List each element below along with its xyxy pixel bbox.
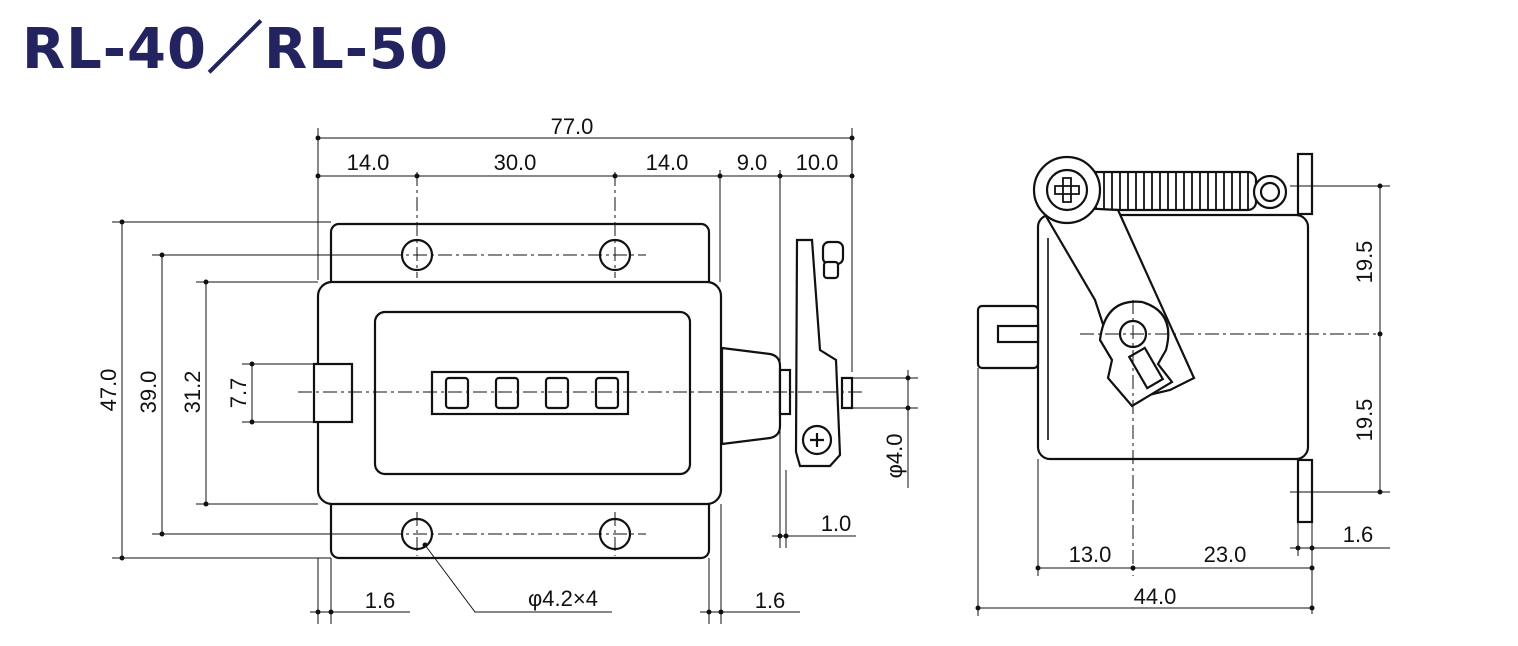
dim-overall-depth: 44.0	[1134, 584, 1177, 609]
dim-hole-pitch: 30.0	[494, 150, 537, 175]
dim-plate-thickness-left: 1.6	[365, 588, 396, 613]
counter-digit: 0	[457, 401, 458, 403]
drive-lever	[794, 238, 842, 468]
counter-digit: 0	[507, 401, 508, 403]
dim-hole-right-offset: 14.0	[646, 150, 689, 175]
dim-plate-thickness: 1.6	[1343, 522, 1374, 547]
tension-spring	[1086, 170, 1258, 212]
shaft-neck	[720, 346, 782, 446]
counter-digit: 0	[607, 401, 608, 403]
lever-knob	[821, 240, 845, 266]
spring-eye-inner	[1259, 181, 1281, 203]
digit-box	[544, 376, 570, 410]
dim-lever-width: 10.0	[796, 150, 839, 175]
screw-cross-icon	[1054, 177, 1080, 203]
front-view: 0 0 0 0	[112, 128, 918, 624]
dim-pivot-offset: 13.0	[1069, 542, 1112, 567]
page-title: RL-40／RL-50	[22, 17, 449, 82]
dim-height-overall: 47.0	[96, 369, 121, 412]
spring-coils	[1095, 172, 1249, 210]
dim-plate-thickness-right: 1.6	[755, 588, 786, 613]
dim-lever-gap: 1.0	[821, 511, 852, 536]
digit-box	[594, 376, 620, 410]
dim-hole-callout: φ4.2×4	[528, 586, 598, 611]
reset-button	[312, 362, 354, 424]
pivot-pin	[1127, 346, 1165, 390]
front-view-dimensions: 77.0 14.0 30.0 14.0 9.0 10.0 47.0 39.0 3…	[96, 114, 907, 613]
dim-button-height: 7.7	[226, 378, 251, 409]
screw-slot-icon	[810, 433, 824, 447]
digit-box	[494, 376, 520, 410]
side-view	[975, 152, 1390, 616]
dim-overall-width: 77.0	[551, 114, 594, 139]
side-plate-bottom	[1296, 458, 1314, 524]
dim-pivot-to-plate: 23.0	[1204, 542, 1247, 567]
digit-box	[444, 376, 470, 410]
dim-lower-offset: 19.5	[1352, 399, 1377, 442]
dim-neck-width: 9.0	[737, 150, 768, 175]
lever-spring	[822, 260, 840, 280]
side-reset-slot	[996, 324, 1040, 344]
dim-hole-vertical-pitch: 39.0	[136, 371, 161, 414]
dim-upper-offset: 19.5	[1352, 241, 1377, 284]
side-plate-top	[1296, 152, 1314, 216]
dim-body-height: 31.2	[180, 371, 205, 414]
side-view-dimensions: 19.5 19.5 1.6 13.0 23.0 44.0	[1069, 241, 1377, 609]
dim-hole-left-offset: 14.0	[347, 150, 390, 175]
dim-shaft-diameter: φ4.0	[882, 434, 907, 479]
counter-digit: 0	[557, 401, 558, 403]
shaft-tip	[840, 376, 854, 410]
